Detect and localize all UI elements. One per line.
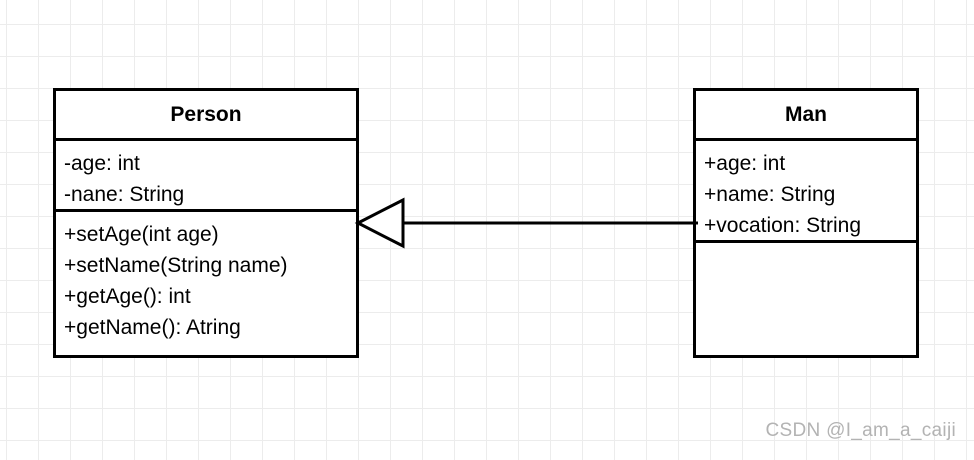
attributes-compartment-person: -age: int -nane: String [56,141,356,212]
class-name-person: Person [56,91,356,141]
attribute-item: +name: String [704,183,836,206]
hollow-triangle-arrowhead-icon [354,197,405,249]
attribute-item: +vocation: String [704,214,862,237]
method-item: +setAge(int age) [64,223,219,246]
method-item: +getAge(): int [64,285,191,308]
attributes-compartment-man: +age: int +name: String +vocation: Strin… [696,141,916,243]
generalization-connector-man-to-person[interactable] [352,196,698,252]
uml-class-man[interactable]: Man +age: int +name: String +vocation: S… [693,88,921,360]
method-item: +getName(): Atring [64,316,241,339]
attribute-item: -nane: String [64,183,185,206]
methods-compartment-person: +setAge(int age) +setName(String name) +… [56,212,356,355]
methods-compartment-man [696,243,916,355]
watermark-text: CSDN @I_am_a_caiji [765,420,956,441]
class-name-man: Man [696,91,916,141]
attribute-item: +age: int [704,152,786,175]
method-item: +setName(String name) [64,254,288,277]
attribute-item: -age: int [64,152,140,175]
uml-class-person[interactable]: Person -age: int -nane: String +setAge(i… [53,88,361,360]
